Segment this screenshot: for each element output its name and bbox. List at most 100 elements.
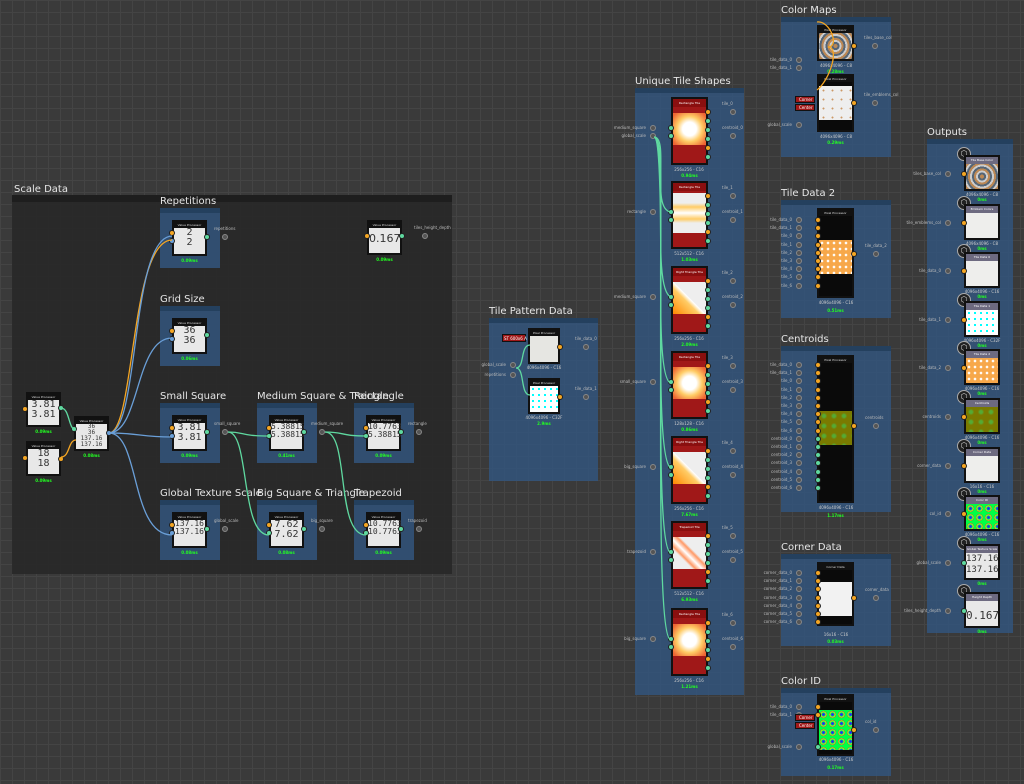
tile-shape-node[interactable]: Rectangle Tile [671,181,708,249]
port[interactable] [58,405,64,411]
port[interactable] [815,611,821,617]
input-socket[interactable] [796,611,802,617]
input-socket[interactable] [796,744,802,750]
port[interactable] [815,435,821,442]
port[interactable] [399,233,405,239]
input-socket[interactable] [796,485,802,491]
input-socket[interactable] [796,403,802,409]
port[interactable] [815,602,821,609]
param-node[interactable] [795,104,815,111]
port[interactable] [705,656,711,662]
port[interactable] [301,526,307,532]
port[interactable] [705,551,711,557]
port[interactable] [815,266,821,273]
port[interactable] [705,448,711,454]
port[interactable] [705,578,711,584]
port[interactable] [815,444,821,450]
port[interactable] [266,433,272,439]
output-socket[interactable] [730,472,736,478]
input-socket[interactable] [945,316,951,323]
tile-shape-node[interactable]: Right Triangle Tile [671,436,708,504]
port[interactable] [705,647,711,653]
output-socket[interactable] [730,644,736,650]
port[interactable] [705,399,711,405]
port[interactable] [815,476,821,483]
port[interactable] [815,419,821,426]
output-socket[interactable] [416,429,422,435]
port[interactable] [705,220,711,226]
input-socket[interactable] [796,65,802,71]
port[interactable] [668,557,674,563]
port[interactable] [668,209,674,215]
port[interactable] [668,133,674,139]
port[interactable] [705,305,711,311]
port[interactable] [22,455,28,461]
output-socket[interactable] [873,423,879,429]
port[interactable] [851,251,857,257]
port[interactable] [815,241,821,248]
input-socket[interactable] [650,209,656,215]
output-socket[interactable] [583,344,589,350]
pixel-processor-node[interactable]: Pixel Processor [817,74,854,132]
port[interactable] [815,704,821,710]
tile-shape-node[interactable]: Trapezoid Tile [671,521,708,589]
port[interactable] [705,466,711,472]
port[interactable] [705,390,711,396]
port[interactable] [668,217,674,223]
port[interactable] [815,427,821,434]
output-node[interactable]: Tile Data 0 [964,252,1000,289]
pixel-processor-node[interactable]: Pixel Processor [817,208,854,298]
port[interactable] [815,744,821,750]
port[interactable] [961,608,967,615]
port[interactable] [204,234,210,240]
input-socket[interactable] [510,372,516,378]
port[interactable] [363,522,369,528]
input-socket[interactable] [796,233,802,240]
input-socket[interactable] [796,460,802,467]
port[interactable] [815,485,821,491]
port[interactable] [668,472,674,478]
port[interactable] [705,314,711,320]
port[interactable] [169,433,175,439]
input-socket[interactable] [796,602,802,609]
port[interactable] [204,332,210,338]
port[interactable] [705,665,711,671]
port[interactable] [668,464,674,470]
input-socket[interactable] [796,619,802,626]
input-socket[interactable] [796,362,802,368]
port[interactable] [815,378,821,385]
tile-shape-node[interactable]: Rectangle Tile [671,97,708,165]
output-socket[interactable] [422,233,428,239]
port[interactable] [557,394,563,400]
port[interactable] [961,462,967,469]
port[interactable] [961,171,967,177]
port[interactable] [169,522,175,528]
input-socket[interactable] [796,570,802,576]
input-socket[interactable] [945,365,951,372]
input-socket[interactable] [796,444,802,450]
port[interactable] [169,425,175,431]
port[interactable] [705,296,711,302]
input-socket[interactable] [796,476,802,483]
output-socket[interactable] [873,595,879,601]
output-socket[interactable] [730,109,736,115]
input-socket[interactable] [796,225,802,232]
port[interactable] [815,468,821,475]
input-socket[interactable] [796,435,802,442]
port[interactable] [705,542,711,548]
port[interactable] [961,219,967,226]
port[interactable] [815,452,821,459]
input-socket[interactable] [796,274,802,281]
port[interactable] [668,294,674,300]
port[interactable] [668,549,674,555]
pixel-processor-node[interactable]: Pixel Processor [817,25,854,61]
port[interactable] [705,287,711,293]
param-node[interactable] [795,722,815,729]
port[interactable] [668,379,674,385]
port[interactable] [815,362,821,368]
port[interactable] [815,411,821,418]
